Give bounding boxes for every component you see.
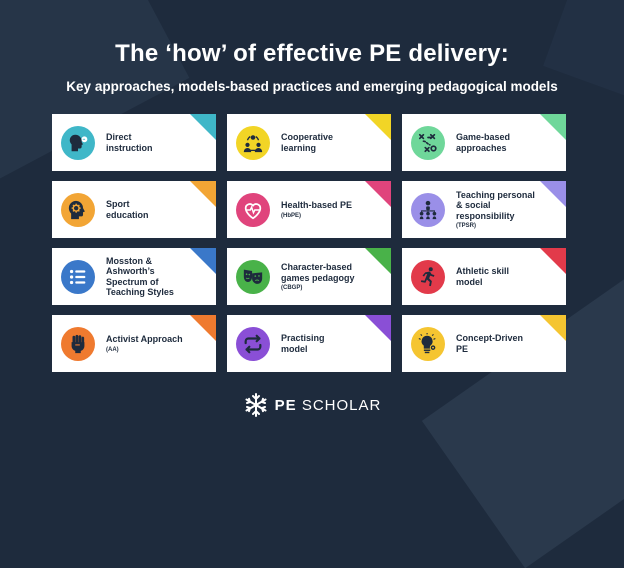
card-corner	[365, 114, 391, 140]
card-sport-education: Sport education	[52, 181, 216, 238]
card-label: Practising model	[281, 333, 325, 354]
card-corner	[365, 248, 391, 274]
card-abbr: (TPSR)	[456, 223, 476, 230]
page-title: The ‘how’ of effective PE delivery:	[115, 40, 509, 67]
pe-scholar-logo: PE SCHOLAR	[0, 392, 624, 418]
card-corner	[540, 181, 566, 207]
card-corner	[540, 315, 566, 341]
card-corner	[540, 248, 566, 274]
card-character-based-games: Character-based games pedagogy (CBGP)	[227, 248, 391, 305]
brand-bold: PE	[274, 396, 297, 414]
card-cooperative-learning: Cooperative learning	[227, 114, 391, 171]
card-direct-instruction: Direct instruction	[52, 114, 216, 171]
card-label: Sport education	[106, 199, 149, 220]
card-health-based-pe: Health-based PE(HbPE)	[227, 181, 391, 238]
card-corner	[190, 114, 216, 140]
hierarchy-icon	[411, 192, 445, 227]
brand-name: PE SCHOLAR	[275, 397, 382, 414]
speaking-head-icon	[61, 125, 95, 160]
tactics-icon	[411, 125, 445, 160]
card-corner	[190, 315, 216, 341]
card-abbr: (CBGP)	[281, 285, 303, 291]
team-icon	[236, 125, 270, 160]
card-label: Activist Approach	[106, 334, 183, 345]
card-corner	[540, 114, 566, 140]
list-icon	[61, 259, 95, 294]
card-corner	[190, 248, 216, 274]
fist-icon	[61, 326, 95, 361]
card-concept-driven-pe: Concept-Driven PE	[402, 315, 566, 372]
page-subtitle: Key approaches, models-based practices a…	[66, 79, 558, 94]
card-label: Direct instruction	[106, 132, 153, 153]
masks-icon	[236, 259, 270, 294]
card-game-based-approaches: Game-based approaches	[402, 114, 566, 171]
card-abbr: (AA)	[106, 346, 119, 353]
card-spectrum-teaching-styles: Mosston & Ashworth’s Spectrum of Teachin…	[52, 248, 216, 305]
snowflake-icon	[245, 393, 267, 417]
card-athletic-skill-model: Athletic skill model	[402, 248, 566, 305]
card-abbr: (HbPE)	[281, 212, 301, 219]
runner-icon	[411, 259, 445, 294]
brand-rest: SCHOLAR	[296, 396, 382, 414]
card-label: Health-based PE	[281, 200, 353, 211]
card-label: Mosston & Ashworth’s Spectrum of Teachin…	[106, 255, 174, 298]
card-tpsr: Teaching personal & social responsibilit…	[402, 181, 566, 238]
card-corner	[365, 181, 391, 207]
card-label: Concept-Driven PE	[456, 333, 524, 354]
repeat-icon	[236, 326, 270, 361]
approaches-grid: Direct instruction Cooperative learning …	[52, 114, 566, 372]
card-practising-model: Practising model	[227, 315, 391, 372]
card-activist-approach: Activist Approach(AA)	[52, 315, 216, 372]
card-corner	[365, 315, 391, 341]
card-label: Character-based games pedagogy	[281, 262, 355, 283]
gear-head-icon	[61, 192, 95, 227]
card-label: Teaching personal & social responsibilit…	[456, 189, 535, 221]
card-corner	[190, 181, 216, 207]
lightbulb-gear-icon	[411, 326, 445, 361]
card-label: Athletic skill model	[456, 266, 510, 287]
card-label: Game-based approaches	[456, 132, 511, 153]
card-label: Cooperative learning	[281, 132, 334, 153]
heartbeat-icon	[236, 192, 270, 227]
